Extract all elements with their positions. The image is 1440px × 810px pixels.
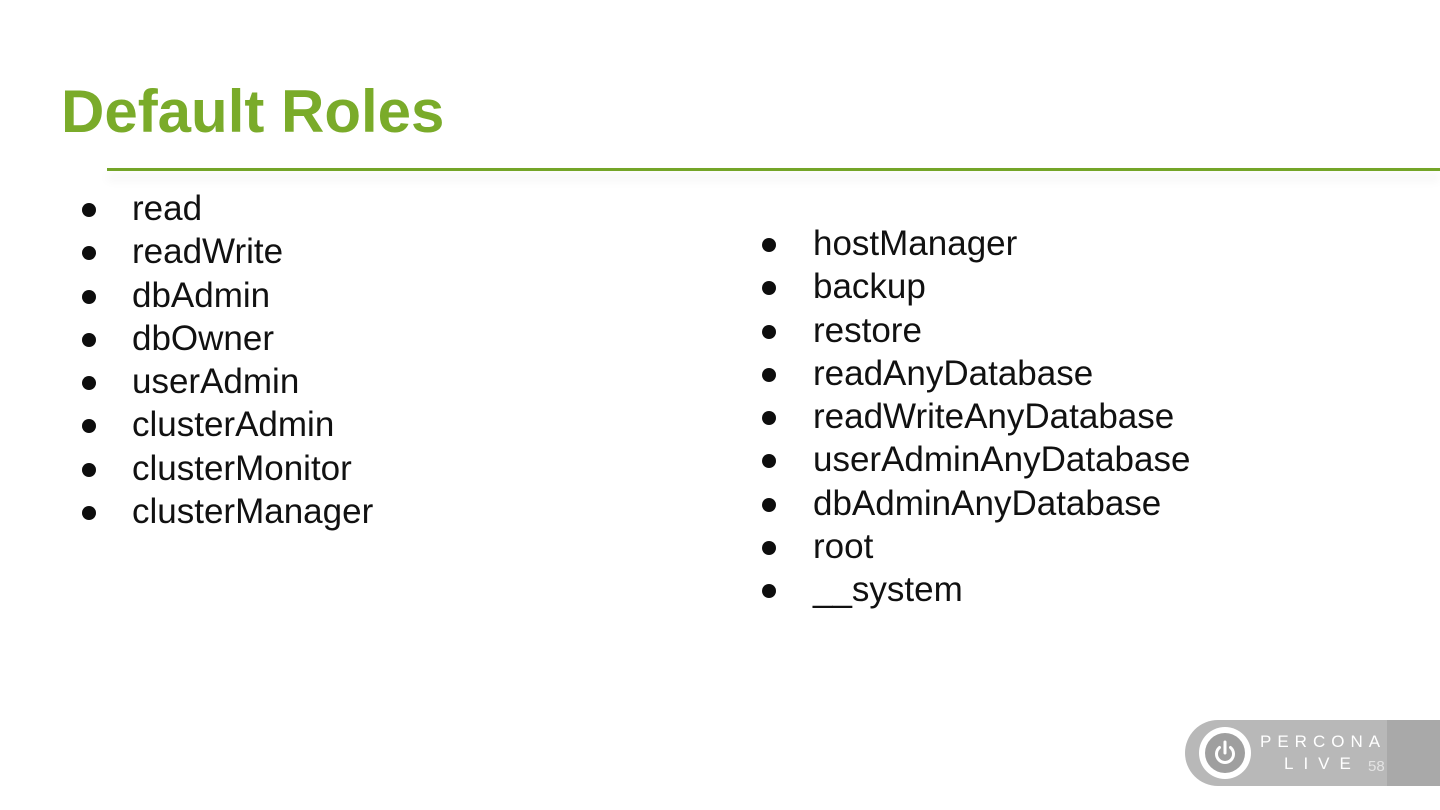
bullet-icon [82, 203, 96, 217]
list-item-label: clusterAdmin [132, 405, 335, 445]
list-item-label: readAnyDatabase [813, 353, 1094, 393]
bullet-icon [82, 462, 96, 477]
bullet-icon [762, 497, 776, 512]
list-item-label: restore [813, 310, 922, 350]
list-item-label: backup [813, 267, 926, 307]
bullet-icon [762, 411, 776, 426]
bullet-icon [82, 506, 96, 521]
bullet-icon [762, 541, 776, 556]
list-item-label: dbAdmin [132, 275, 271, 315]
slide-title: Default Roles [61, 78, 445, 145]
list-item-label: userAdminAnyDatabase [813, 440, 1191, 480]
logo-word-live: LIVE [1284, 754, 1361, 773]
bullet-icon [762, 281, 776, 296]
bullet-icon [82, 419, 96, 434]
page-number: 58 [1368, 758, 1385, 775]
power-icon [1199, 727, 1251, 779]
bullet-icon [762, 324, 776, 339]
list-item-label: readWriteAnyDatabase [813, 397, 1175, 437]
list-item-label: __system [813, 570, 963, 610]
list-item-label: clusterMonitor [132, 448, 352, 488]
bullet-icon [82, 246, 96, 261]
bullet-icon [762, 367, 776, 382]
list-item-label: dbAdminAnyDatabase [813, 483, 1162, 523]
bullet-icon [82, 289, 96, 304]
bullet-icon [82, 376, 96, 391]
list-item-label: clusterManager [132, 492, 374, 532]
logo-word-percona: PERCONA [1260, 732, 1387, 751]
list-item-label: dbOwner [132, 318, 275, 358]
footer-strip [1387, 720, 1440, 786]
list-item-label: root [813, 527, 874, 567]
bullet-icon [762, 584, 776, 599]
bullet-icon [82, 332, 96, 347]
bullet-icon [762, 454, 776, 469]
list-item-label: readWrite [132, 232, 284, 272]
list-item-label: hostManager [813, 224, 1018, 263]
list-item-label: userAdmin [132, 362, 300, 402]
list-item-label: read [132, 189, 203, 228]
title-divider [107, 168, 1440, 171]
bullet-icon [762, 238, 776, 252]
